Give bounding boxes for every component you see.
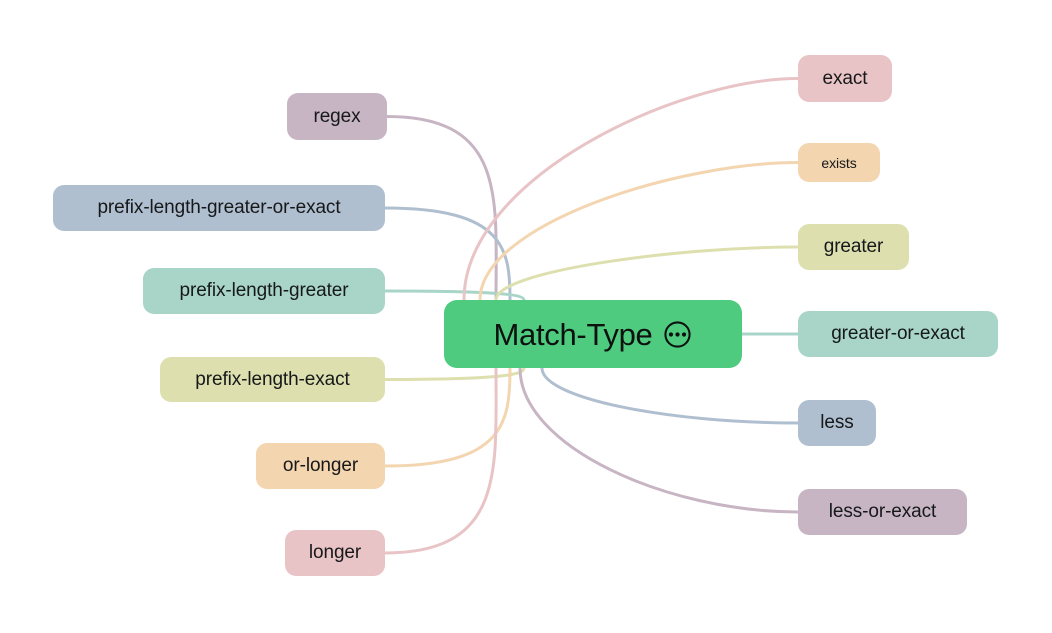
connector-regex — [385, 115, 498, 302]
node-label: prefix-length-exact — [195, 368, 350, 390]
node-label: exists — [821, 154, 857, 171]
center-node-label: Match-Type — [493, 316, 653, 352]
circled-ellipsis-icon[interactable] — [663, 320, 692, 349]
node-label: prefix-length-greater-or-exact — [97, 197, 341, 218]
node-longer[interactable]: longer — [285, 530, 385, 576]
node-greater-or-exact[interactable]: greater-or-exact — [798, 311, 998, 357]
connector-longer — [383, 366, 498, 555]
connector-or-longer — [383, 366, 512, 468]
node-less-or-exact[interactable]: less-or-exact — [798, 489, 967, 535]
node-label: prefix-length-greater — [179, 280, 349, 301]
node-label: greater-or-exact — [831, 323, 965, 344]
node-exact[interactable]: exact — [798, 55, 892, 102]
connector-exact — [462, 77, 800, 302]
node-exists[interactable]: exists — [798, 143, 880, 182]
node-label: longer — [308, 542, 362, 563]
node-regex[interactable]: regex — [287, 93, 387, 140]
node-less[interactable]: less — [798, 400, 876, 446]
connector-prefix-length-greater-or-exact — [383, 206, 512, 302]
node-prefix-length-exact[interactable]: prefix-length-exact — [160, 357, 385, 402]
connector-less — [540, 366, 800, 425]
node-prefix-length-greater-or-exact[interactable]: prefix-length-greater-or-exact — [53, 185, 385, 231]
connector-greater — [494, 245, 800, 302]
node-label: or-longer — [282, 455, 359, 476]
node-prefix-length-greater[interactable]: prefix-length-greater — [143, 268, 385, 314]
connector-prefix-length-greater — [383, 289, 526, 302]
node-greater[interactable]: greater — [798, 224, 909, 270]
node-label: regex — [313, 105, 361, 127]
connector-less-or-exact — [518, 366, 800, 514]
node-label: less — [820, 412, 854, 433]
node-label: exact — [822, 67, 868, 89]
connector-exists — [478, 161, 800, 302]
node-label: greater — [823, 236, 884, 257]
connector-prefix-length-exact — [383, 366, 526, 381]
node-or-longer[interactable]: or-longer — [256, 443, 385, 489]
node-center-match-type[interactable]: Match-Type — [444, 300, 742, 368]
node-label: less-or-exact — [828, 501, 937, 522]
